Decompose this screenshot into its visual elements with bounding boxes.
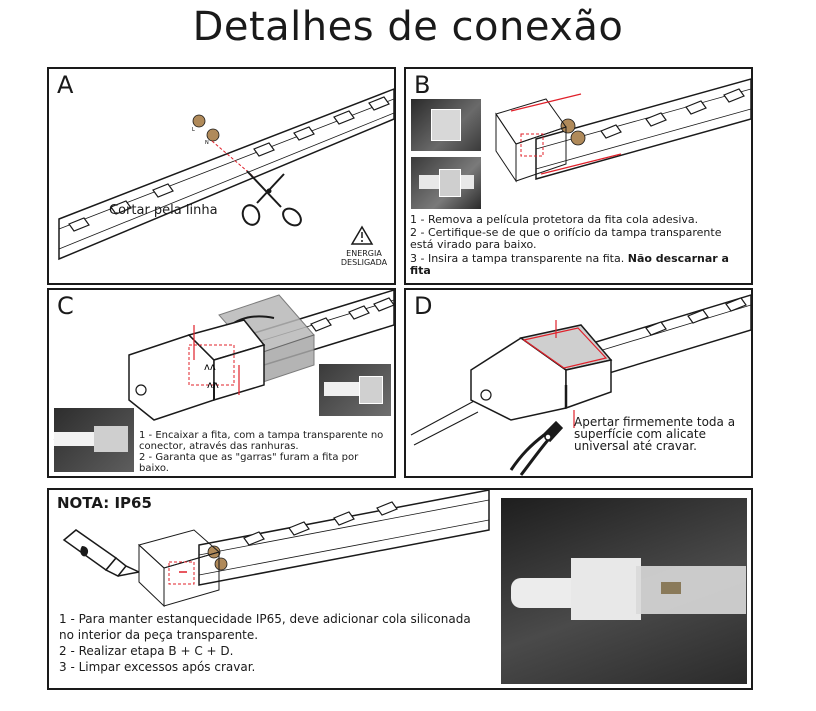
panel-b-step1: 1 - Remova a película protetora da fita … [410,213,699,226]
nota-line4: 3 - Limpar excessos após cravar. [59,660,256,674]
panel-b-step3-normal: 3 - Insira a tampa transparente na fita. [410,252,625,265]
page-title: Detalhes de conexão [192,4,624,50]
panel-c-step1b: conector, através das ranhuras. [139,441,299,452]
panel-c-step2a: 2 - Garanta que as "garras" furam a fita… [139,452,359,463]
panel-b-step2b: está virado para baixo. [410,238,537,251]
photo-connector-small [319,364,391,416]
crimping-illustration [410,294,751,476]
panel-c-step1a: 1 - Encaixar a fita, com a tampa transpa… [139,430,384,441]
panel-a: L N A Cortar pela linha ENERGIA DESLIGAD… [47,67,396,285]
glue-tube-icon [62,529,140,577]
warning-line1: ENERGIA [346,249,382,258]
panel-a-letter: A [57,71,74,99]
panel-c-step2b: baixo. [139,463,169,474]
panel-b-step2a: 2 - Certifique-se de que o orifício da t… [410,226,722,239]
warning-triangle-icon [350,225,374,245]
photo-connector-final [501,498,747,684]
warning-line2: DESLIGADA [340,258,388,267]
glue-illustration [62,490,490,608]
panel-b-letter: B [414,71,431,99]
panel-b-step3-bold-b: fita [410,264,431,277]
nota-line1: 1 - Para manter estanquecidade IP65, dev… [59,612,471,626]
panel-d-line2: superfície com alicate [574,427,706,441]
panel-b: B 1 - Remova a película protetora da fit… [404,67,753,285]
photo-cap-film [411,99,481,151]
panel-d: D Apertar firmemente toda a superfície c… [404,288,753,478]
nota-line3: 2 - Realizar etapa B + C + D. [59,644,234,658]
svg-text:ʌʌ: ʌʌ [207,380,219,391]
panel-d-letter: D [414,292,433,320]
panel-nota: NOTA: IP65 1 - Para manter estanquecidad… [47,488,753,690]
cap-insert-illustration [495,78,751,183]
panel-c: ʌʌ ʌʌ C 1 - Encaixar a fita, com a tampa… [47,288,396,478]
cut-label: Cortar pela linha [109,203,218,218]
pliers-icon [509,420,564,476]
panel-b-step3-bold-a: Não descarnar a [627,252,729,265]
tape-cut-illustration: L N [58,88,394,261]
panel-c-letter: C [57,292,74,320]
panel-d-line3: universal até cravar. [574,439,697,453]
nota-title: NOTA: IP65 [57,494,152,512]
svg-text:L: L [192,127,195,133]
svg-text:N: N [205,140,209,146]
scissors-icon [241,170,302,227]
nota-line2: no interior da peça transparente. [59,628,259,642]
photo-connector-tape [54,408,134,472]
panel-d-line1: Apertar firmemente toda a [574,415,736,429]
svg-text:ʌʌ: ʌʌ [204,362,216,373]
photo-cap-inserted [411,157,481,209]
panel-b-step3: 3 - Insira a tampa transparente na fita.… [410,253,750,265]
